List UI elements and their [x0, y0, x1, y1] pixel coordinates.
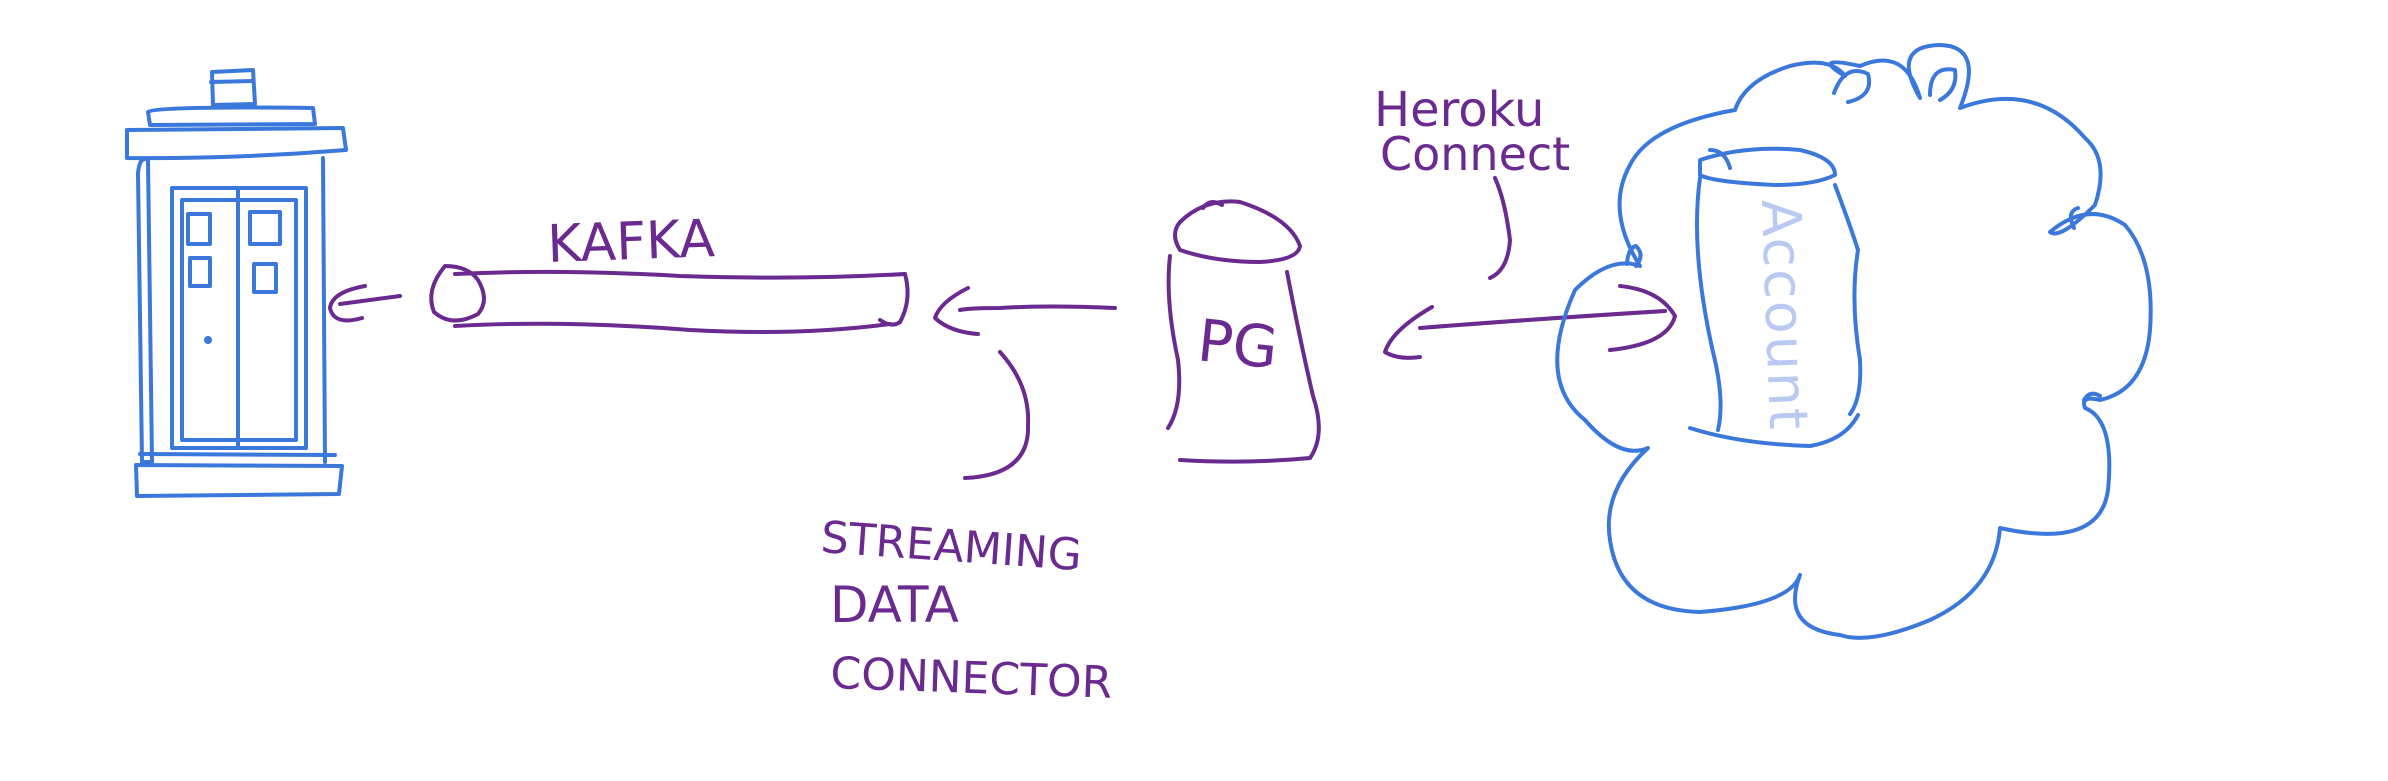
- streaming-label-line2: DATA: [830, 576, 959, 634]
- account-label: Account: [1749, 198, 1820, 432]
- heroku-connect-pointer-line: [1488, 176, 1512, 280]
- arrow-kafka-to-box: [328, 284, 402, 323]
- kafka-label: KAFKA: [546, 209, 716, 275]
- pg-label: PG: [1195, 306, 1282, 382]
- arrow-cloud-to-pg: [1383, 284, 1677, 360]
- kafka-topic-icon: [429, 264, 910, 334]
- account-object-icon: [1688, 146, 1863, 448]
- cloud-icon: [1555, 43, 2153, 640]
- heroku-connect-label-line1: Heroku: [1374, 82, 1544, 138]
- police-box-icon: [125, 68, 348, 498]
- streaming-pointer-line: [963, 350, 1031, 480]
- heroku-connect-label-line2: Connect: [1380, 127, 1570, 181]
- streaming-label-line1: STREAMING: [819, 512, 1083, 581]
- postgres-database-icon: [1166, 199, 1321, 464]
- streaming-label-line3: CONNECTOR: [830, 648, 1113, 709]
- arrow-pg-to-kafka: [933, 286, 1117, 336]
